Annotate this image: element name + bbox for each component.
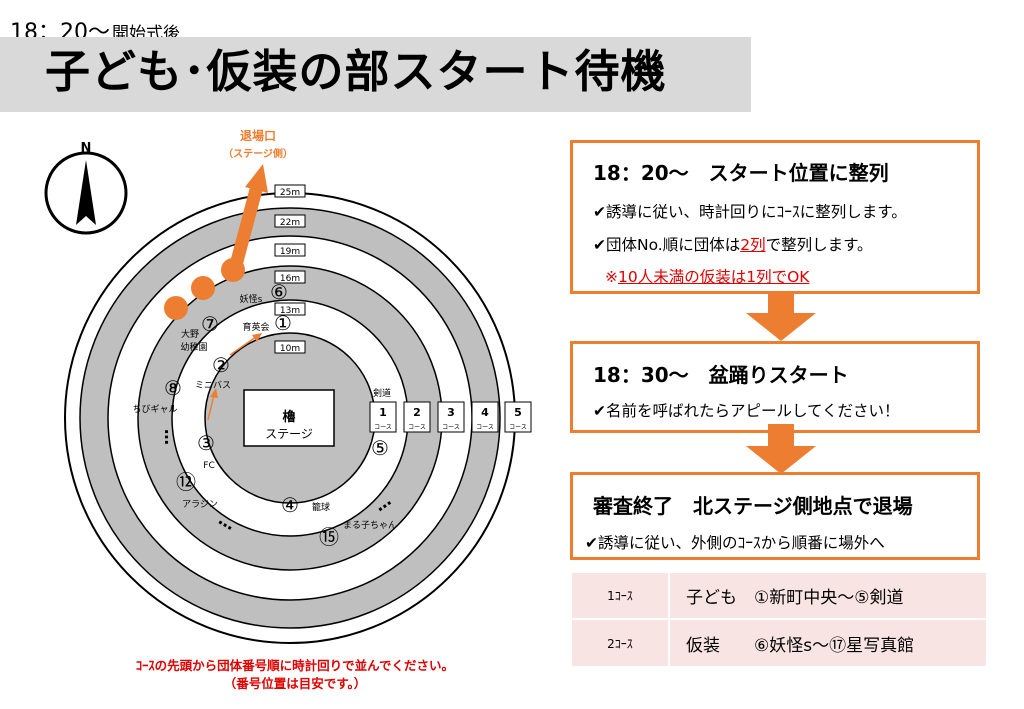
distance-marker: 16m bbox=[280, 274, 300, 284]
detail-cell: 子ども ①新町中央～⑤剣道 bbox=[669, 573, 986, 621]
step-box-3: 審査終了 北ステージ側地点で退場 ✔誘導に従い、外側のｺｰｽから順番に場外へ bbox=[570, 472, 980, 560]
group-number: ① bbox=[274, 311, 292, 335]
step-line: ✔誘導に従い、時計回りにｺｰｽに整列します。 bbox=[593, 203, 907, 221]
queue-dot bbox=[221, 258, 245, 282]
step-line: ✔誘導に従い、外側のｺｰｽから順番に場外へ bbox=[585, 534, 885, 552]
group-markers: ① ② ③ ④ ⑤ ⑥ ⑦ ⑧ ⑫ ⑮ bbox=[164, 280, 389, 549]
course-cell: 1ｺｰｽ bbox=[572, 573, 670, 621]
course-boxes: 1 コース 2 コース 3 コース 4 コース 5 コース bbox=[369, 401, 532, 433]
group-number: ③ bbox=[197, 431, 215, 455]
group-name: 妖怪s bbox=[240, 293, 263, 305]
exit-arrow-icon bbox=[229, 164, 268, 267]
course-label: コース bbox=[442, 424, 460, 431]
highlight-two-rows: 2列 bbox=[740, 236, 766, 254]
stage-label-1: 櫓 bbox=[282, 409, 295, 425]
course-cell: 2ｺｰｽ bbox=[572, 619, 670, 668]
distance-markers: 25m 22m 19m 16m 13m 10m bbox=[274, 184, 306, 354]
group-number: ⑧ bbox=[164, 376, 182, 400]
group-number: ② bbox=[212, 353, 230, 377]
arrow-down-icon bbox=[746, 424, 816, 474]
direction-arrow-icon bbox=[207, 333, 262, 421]
stage-label-2: ステージ bbox=[265, 427, 313, 441]
course-label: コース bbox=[374, 424, 392, 431]
group-number: ⑮ bbox=[319, 525, 339, 549]
exit-sub-label: （ステージ側） bbox=[223, 147, 293, 160]
distance-marker: 13m bbox=[280, 306, 300, 316]
group-name: まる子ちゃん bbox=[343, 520, 397, 531]
group-name: 大野 bbox=[181, 328, 199, 340]
course-number: 3 bbox=[447, 406, 455, 419]
exit-label: 退場口 bbox=[240, 128, 276, 143]
distance-marker: 19m bbox=[280, 247, 300, 257]
group-name: ちびギャル bbox=[132, 404, 177, 415]
step-title: 18：20～ スタート位置に整列 bbox=[593, 161, 889, 185]
group-number: ⑤ bbox=[371, 436, 389, 460]
group-number: ④ bbox=[281, 493, 299, 517]
group-name: 育英会 bbox=[242, 321, 269, 333]
step-title: 審査終了 北ステージ側地点で退場 bbox=[593, 494, 913, 518]
course-table: 1ｺｰｽ 子ども ①新町中央～⑤剣道 2ｺｰｽ 仮装 ⑥妖怪s～⑰星写真館 bbox=[572, 573, 986, 668]
arrow-down-icon bbox=[746, 291, 816, 341]
group-name: ミニバス bbox=[195, 380, 231, 391]
course-label: コース bbox=[408, 424, 426, 431]
course-diagram: 櫓 ステージ 25m 22m 19m 16m 13m 10m 1 コース 2 コ… bbox=[44, 128, 532, 644]
detail-cell: 仮装 ⑥妖怪s～⑰星写真館 bbox=[669, 619, 986, 668]
footer-note-line1: ｺｰｽの先頭から団体番号順に時計回りで並んでください。 bbox=[135, 658, 455, 673]
footer-note: ｺｰｽの先頭から団体番号順に時計回りで並んでください。 （番号位置は目安です。） bbox=[95, 657, 495, 693]
step-note: ※10人未満の仮装は1列でOK bbox=[605, 268, 810, 286]
footer-note-line2: （番号位置は目安です。） bbox=[223, 676, 367, 691]
group-number: ⑦ bbox=[201, 312, 219, 336]
queue-dot bbox=[191, 276, 215, 300]
step-box-2: 18：30～ 盆踊りスタート ✔名前を呼ばれたらアピールしてください！ bbox=[570, 341, 980, 433]
group-name: 籠球 bbox=[312, 501, 330, 513]
course-label: コース bbox=[509, 424, 527, 431]
course-number: 2 bbox=[413, 406, 421, 419]
table-row: 2ｺｰｽ 仮装 ⑥妖怪s～⑰星写真館 bbox=[572, 619, 986, 668]
title-banner bbox=[0, 37, 751, 112]
group-name: 幼稚園 bbox=[180, 341, 207, 353]
ellipsis: … bbox=[161, 429, 180, 445]
page-title: 子ども･仮装の部スタート待機 bbox=[45, 45, 667, 98]
group-name: FC bbox=[203, 461, 214, 471]
course-number: 5 bbox=[514, 406, 522, 419]
group-name: アラジン bbox=[182, 499, 218, 510]
distance-marker: 10m bbox=[280, 344, 300, 354]
north-label: N bbox=[81, 141, 92, 156]
table-row: 1ｺｰｽ 子ども ①新町中央～⑤剣道 bbox=[572, 573, 986, 621]
group-number: ⑫ bbox=[176, 470, 196, 494]
queue-dot bbox=[164, 296, 188, 320]
course-label: コース bbox=[476, 424, 494, 431]
step-title: 18：30～ 盆踊りスタート bbox=[593, 363, 849, 387]
course-number: 4 bbox=[481, 406, 489, 419]
group-name: 剣道 bbox=[373, 387, 391, 399]
distance-marker: 22m bbox=[280, 218, 300, 228]
north-compass-icon: N bbox=[44, 141, 128, 235]
group-number: ⑥ bbox=[270, 280, 288, 304]
step-line: ✔名前を呼ばれたらアピールしてください！ bbox=[593, 402, 900, 420]
course-number: 1 bbox=[379, 406, 387, 419]
step-line: ✔団体No.順に団体は2列で整列します。 bbox=[593, 236, 873, 254]
stage-box bbox=[243, 389, 335, 447]
step-box-1: 18：20～ スタート位置に整列 ✔誘導に従い、時計回りにｺｰｽに整列します。 … bbox=[570, 140, 980, 294]
distance-marker: 25m bbox=[280, 188, 300, 198]
